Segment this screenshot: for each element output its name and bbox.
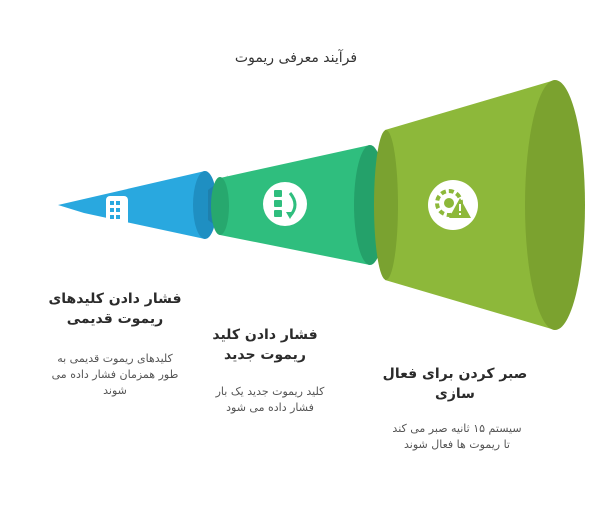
stage-3-cone [374,80,585,330]
stage-1-desc-line1: کلیدهای ریموت قدیمی به [57,352,173,365]
stage-2-heading-line1: فشار دادن کلید [212,327,318,343]
stage-2-heading: فشار دادن کلید ریموت جدید [185,325,345,365]
stage-2-desc-line2: فشار داده می شود [226,401,314,414]
stage-1-desc-line2: طور همزمان فشار داده می [51,368,179,381]
stage-1-heading: فشار دادن کلیدهای ریموت قدیمی [40,289,190,329]
stage-1-heading-line1: فشار دادن کلیدهای [48,291,182,307]
stage-3-desc-line2: تا ریموت ها فعال شوند [404,438,510,451]
stage-1-cone [58,171,217,239]
stage-2-description: کلید ریموت جدید یک بار فشار داده می شود [195,384,345,416]
stage-1-heading-line2: ریموت قدیمی [66,311,164,327]
stage-3-heading: صبر کردن برای فعال سازی [370,364,540,404]
gear-warning-icon [428,180,478,230]
stage-1-desc-line3: شوند [103,384,127,397]
stage-3-heading-line2: سازی [435,386,475,402]
remote-control-icon [106,180,128,226]
stage-1-description: کلیدهای ریموت قدیمی به طور همزمان فشار د… [35,351,195,399]
stage-3-heading-line1: صبر کردن برای فعال [382,366,528,382]
stage-3-desc-line1: سیستم ۱۵ ثانیه صبر می کند [392,422,522,435]
stage-2-heading-line2: ریموت جدید [224,347,306,363]
stage-2-desc-line1: کلید ریموت جدید یک بار [215,385,325,398]
stage-3-description: سیستم ۱۵ ثانیه صبر می کند تا ریموت ها فع… [372,421,542,453]
checklist-arrow-icon [263,182,307,226]
diagram-title: فرآیند معرفی ریموت [234,50,358,66]
